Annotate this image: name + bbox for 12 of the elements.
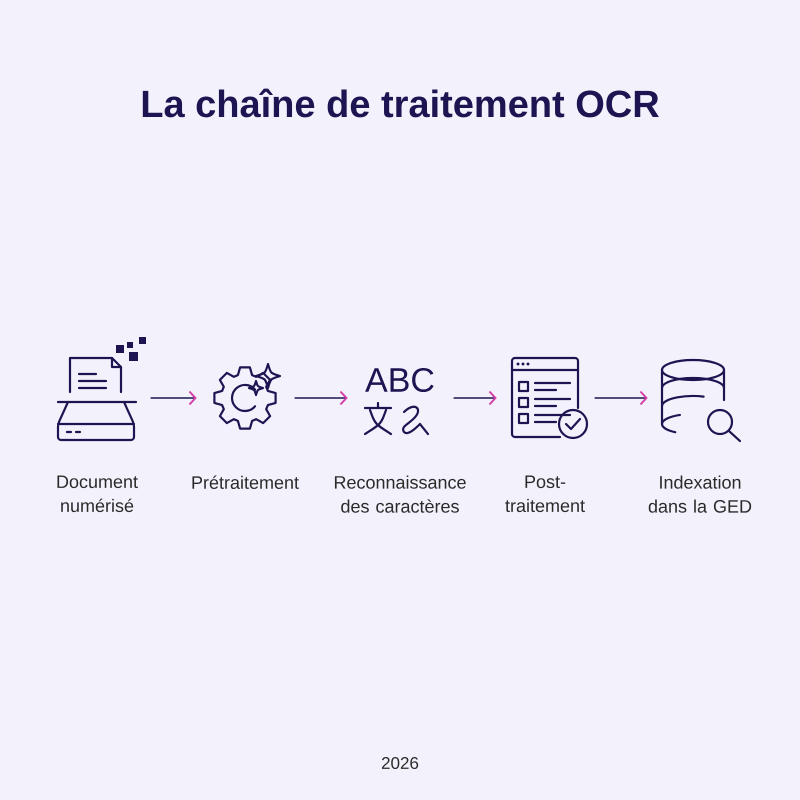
arrow xyxy=(453,390,497,406)
step-label: Indexation dans la GED xyxy=(648,476,752,513)
title: La chaîne de traitement OCR xyxy=(142,88,659,118)
arrow xyxy=(294,390,348,406)
step-label: Post-traitement xyxy=(505,476,585,512)
arrow xyxy=(150,390,197,406)
recognized-text: ABC xyxy=(365,368,434,392)
step-label: Prétraitement xyxy=(192,476,299,489)
step-label: Document numérisé xyxy=(57,476,138,512)
step-label: Reconnaissance des caractères xyxy=(334,476,466,513)
arrow xyxy=(594,390,648,406)
footer-year: 2026 xyxy=(382,757,418,770)
